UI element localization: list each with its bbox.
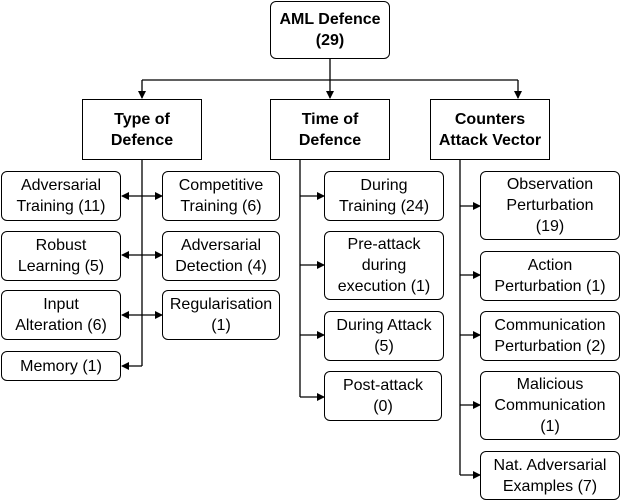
- node-during-training: During Training (24): [324, 171, 444, 221]
- node-nat-adversarial-examples: Nat. Adversarial Examples (7): [480, 451, 620, 500]
- node-memory: Memory (1): [1, 351, 121, 381]
- root-node-aml-defence: AML Defence (29): [270, 1, 390, 59]
- node-adversarial-detection: Adversarial Detection (4): [162, 231, 280, 281]
- node-regularisation: Regularisation (1): [162, 290, 280, 340]
- node-post-attack: Post-attack (0): [324, 371, 442, 421]
- node-pre-attack-during-execution: Pre-attack during execution (1): [324, 231, 444, 300]
- category-time-of-defence: Time of Defence: [270, 99, 390, 160]
- node-communication-perturbation: Communication Perturbation (2): [480, 311, 620, 361]
- node-observation-perturbation: Observation Perturbation (19): [480, 171, 620, 240]
- node-during-attack: During Attack (5): [324, 311, 444, 361]
- node-robust-learning: Robust Learning (5): [1, 231, 121, 281]
- category-counters-attack-vector: Counters Attack Vector: [430, 99, 550, 160]
- node-competitive-training: Competitive Training (6): [162, 171, 280, 221]
- node-action-perturbation: Action Perturbation (1): [480, 251, 620, 301]
- category-type-of-defence: Type of Defence: [82, 99, 202, 160]
- node-malicious-communication: Malicious Communication (1): [480, 371, 620, 440]
- node-adversarial-training: Adversarial Training (11): [1, 171, 121, 221]
- node-input-alteration: Input Alteration (6): [1, 290, 121, 340]
